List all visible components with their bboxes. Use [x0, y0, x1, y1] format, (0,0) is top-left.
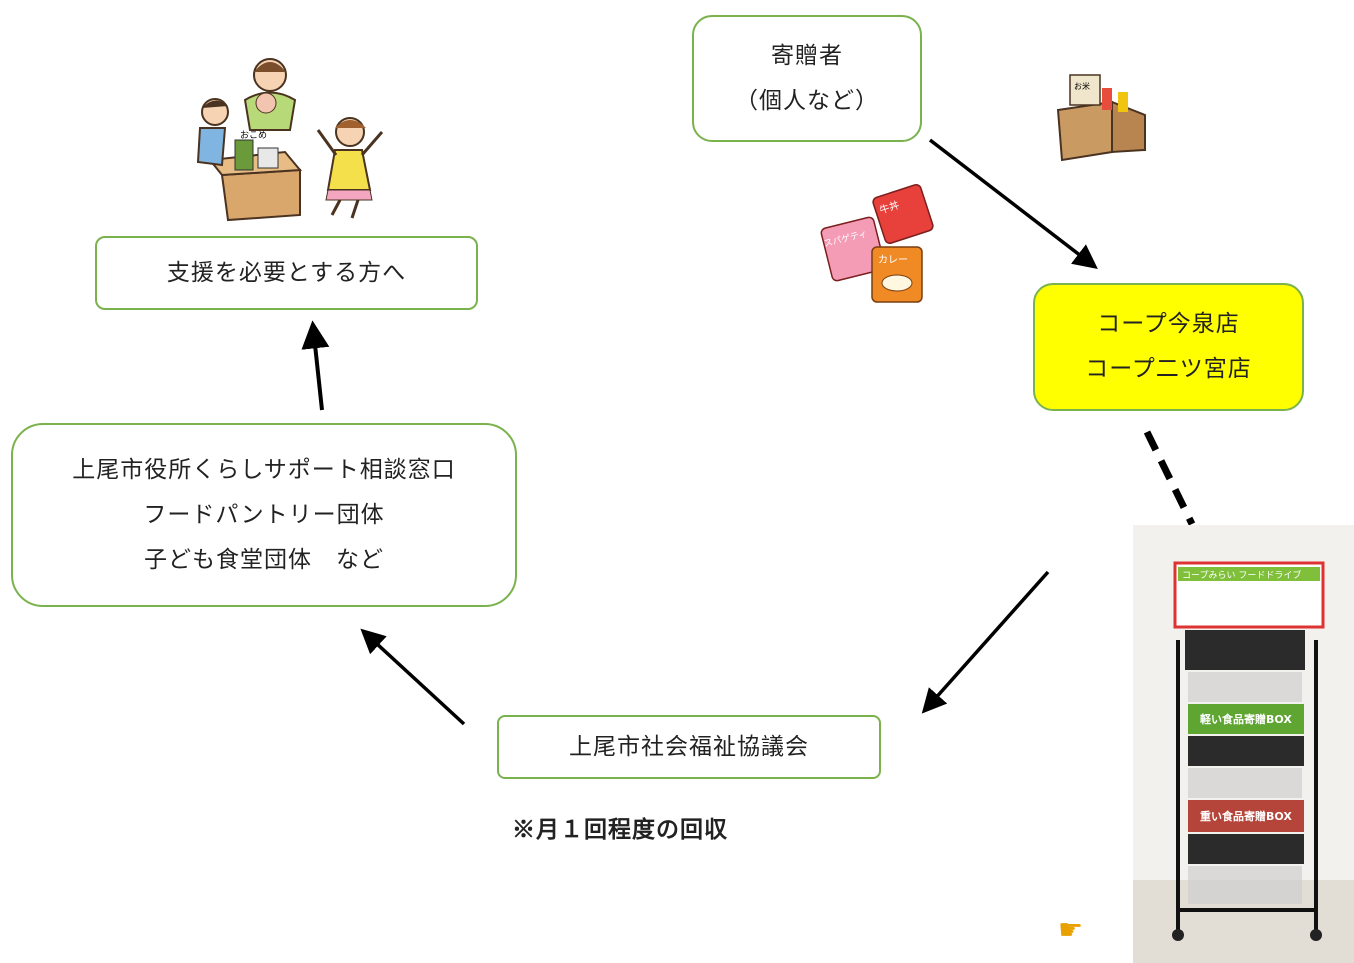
family-illustration: おこめ — [196, 58, 384, 222]
partners-node: 上尾市役所くらしサポート相談窓口 フードパントリー団体 子ども食堂団体 など — [11, 423, 517, 607]
arrow-coop-to-council — [921, 570, 1050, 714]
pointing-hand-icon: ☛ — [1058, 913, 1084, 946]
donor-line-1: 寄贈者 — [771, 42, 843, 69]
heavy-box-label: 重い食品寄贈BOX — [1200, 809, 1292, 823]
light-box-label: 軽い食品寄贈BOX — [1200, 712, 1292, 726]
pack-label-curry: カレー — [878, 254, 908, 266]
coop-stores-node: コープ今泉店 コープ二ツ宮店 — [1033, 283, 1304, 411]
council-line-1: 上尾市社会福祉協議会 — [569, 733, 809, 760]
arrow-donor-to-coop — [928, 138, 1098, 269]
coop-line-1: コープ今泉店 — [1097, 311, 1240, 337]
collection-note: ※月１回程度の回収 — [512, 816, 728, 843]
council-node: 上尾市社会福祉協議会 — [497, 715, 881, 779]
partners-line-3: 子ども食堂団体 など — [144, 546, 384, 573]
donation-box-photo: コープみらい フードドライブ 軽い食品寄贈BOX 重い食品寄贈BOX — [1133, 525, 1354, 963]
family-box-label: おこめ — [240, 130, 267, 141]
food-packs-illustration: 牛丼 スパゲティ カレー — [820, 183, 934, 303]
recipients-node: 支援を必要とする方へ — [95, 236, 478, 310]
partners-line-1: 上尾市役所くらしサポート相談窓口 — [72, 456, 456, 483]
donor-node: 寄贈者 （個人など） — [692, 15, 922, 142]
arrow-coop-dashed — [1143, 430, 1196, 526]
arrow-council-to-partners — [360, 628, 466, 726]
donation-box-title: コープみらい フードドライブ — [1182, 569, 1301, 581]
partners-line-2: フードパントリー団体 — [143, 501, 385, 528]
rice-box-illustration: お米 — [1056, 74, 1146, 162]
coop-line-2: コープ二ツ宮店 — [1085, 356, 1252, 382]
arrow-partners-to-recipients — [301, 320, 330, 411]
donor-line-2: （個人など） — [735, 87, 879, 114]
rice-box-label: お米 — [1074, 81, 1090, 91]
recipients-line-1: 支援を必要とする方へ — [166, 259, 407, 286]
